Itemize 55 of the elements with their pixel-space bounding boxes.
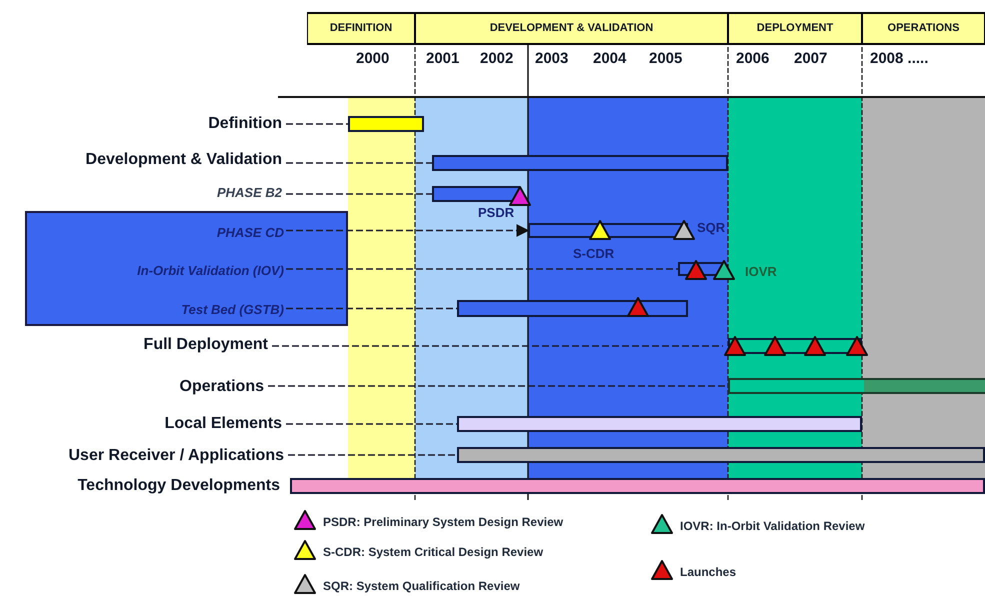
row-label: Definition [100,113,286,135]
year-label: 2002 [480,50,514,69]
phase-header-cell: DEFINITION [307,12,415,45]
year-label: 2008 ..... [870,50,928,69]
timeline-bar [457,416,862,432]
leader-line [286,308,457,310]
row-label: Development & Validation [0,149,286,171]
leader-line [286,193,432,195]
row-label: In-Orbit Validation (IOV) [42,261,288,281]
milestone-bar [432,185,532,207]
phase-header-cell: DEVELOPMENT & VALIDATION [415,12,728,45]
year-label: 2005 [649,50,682,69]
milestone-bar [528,219,696,241]
row-label: Technology Developments [0,475,284,497]
milestone-label: SQR [697,220,726,236]
year-label: 2000 [356,50,390,69]
leader-line [286,224,530,237]
leader-line [268,385,728,387]
phase-header-cell: OPERATIONS [862,12,985,45]
timeline-bar [728,378,985,394]
year-label: 2007 [794,50,828,69]
milestone-label: PSDR [478,205,514,222]
row-label: PHASE CD [42,223,288,243]
year-label: 2003 [535,50,568,69]
row-label: Local Elements [60,413,286,435]
timeline-bar [432,155,728,171]
leader-line [286,123,348,125]
milestone-bar [723,335,869,357]
timeline-bar [290,478,985,494]
row-label: Full Deployment [60,334,272,358]
phase-header-cell: DEPLOYMENT [728,12,862,45]
legend-label: PSDR: Preliminary System Design Review [323,514,564,531]
legend-label: IOVR: In-Orbit Validation Review [680,518,865,535]
legend-label: Launches [680,564,736,581]
milestone-bar [678,259,736,281]
leader-line [288,454,457,456]
milestone-bar [457,296,688,318]
leader-line [272,345,723,347]
leader-line [286,423,457,425]
legend-label: S-CDR: System Critical Design Review [323,544,544,561]
row-label: User Receiver / Applications [0,445,288,467]
milestone-label: IOVR [745,264,777,280]
leader-line [286,162,432,164]
row-label: Operations [60,376,268,398]
year-label: 2006 [736,50,770,69]
row-label: PHASE B2 [100,183,286,203]
timeline-bar [457,447,985,463]
group-panel [25,211,348,326]
year-label: 2001 [426,50,460,69]
year-label: 2004 [593,50,626,69]
timeline-bar [348,116,424,132]
milestone-label: S-CDR [573,246,614,262]
legend-label: SQR: System Qualification Review [323,578,520,595]
row-label: Test Bed (GSTB) [42,300,288,320]
leader-line [286,268,678,270]
